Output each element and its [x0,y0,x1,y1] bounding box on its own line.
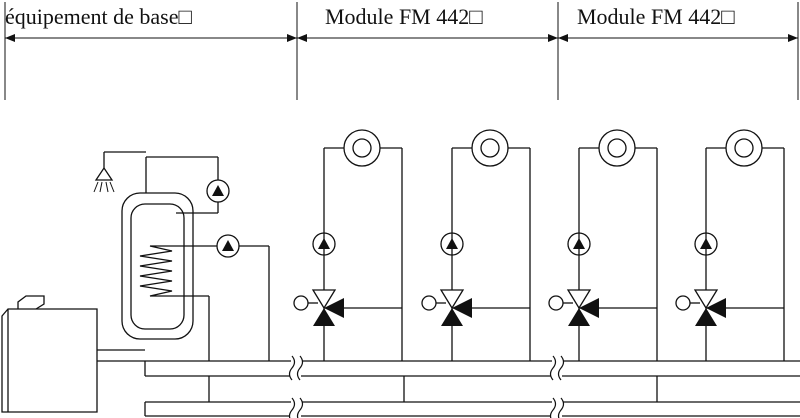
radiator-icon [598,129,636,167]
circulation-pump-icon [206,179,230,203]
circulation-pump-icon [216,234,240,258]
pipe-break-marks [288,355,565,418]
dhw-circulation-pump [206,179,230,203]
heating-circuit [421,129,531,361]
circulation-pump-icon [694,232,718,256]
shower [93,151,146,193]
manifold-pipes [144,355,800,418]
heating-coil-icon [139,245,209,297]
circulation-pump-icon [440,232,464,256]
heating-circuits [293,129,785,361]
section-dimension-lines [4,2,799,100]
arrowhead-icon [558,34,568,42]
three-way-mixing-valve-icon [675,289,726,326]
section-label-module-2: Module FM 442□ [577,4,735,29]
radiator-icon [343,129,381,167]
arrowhead-icon [788,34,798,42]
heating-circuit [675,129,785,361]
radiator-icon [725,129,763,167]
hot-water-tank-icon [121,192,194,340]
three-way-mixing-valve-icon [421,289,472,326]
arrowhead-icon [5,34,15,42]
tank-charging-pump [216,234,240,258]
arrowhead-icon [297,34,307,42]
circulation-pump-icon [567,232,591,256]
section-header: équipement de base□ Module FM 442□ Modul… [4,2,799,100]
heating-circuit [293,129,403,361]
arrowhead-icon [287,34,297,42]
arrowhead-icon [548,34,558,42]
boiler-icon [1,295,145,413]
section-label-base-equipment: équipement de base□ [5,4,192,29]
shower-icon [93,151,146,193]
heating-circuit [548,129,658,361]
three-way-mixing-valve-icon [548,289,599,326]
section-label-module-1: Module FM 442□ [325,4,483,29]
hot-water-tank [121,156,270,361]
circulation-pump-icon [312,232,336,256]
radiator-icon [471,129,509,167]
boiler [1,295,145,413]
three-way-mixing-valve-icon [293,289,344,326]
